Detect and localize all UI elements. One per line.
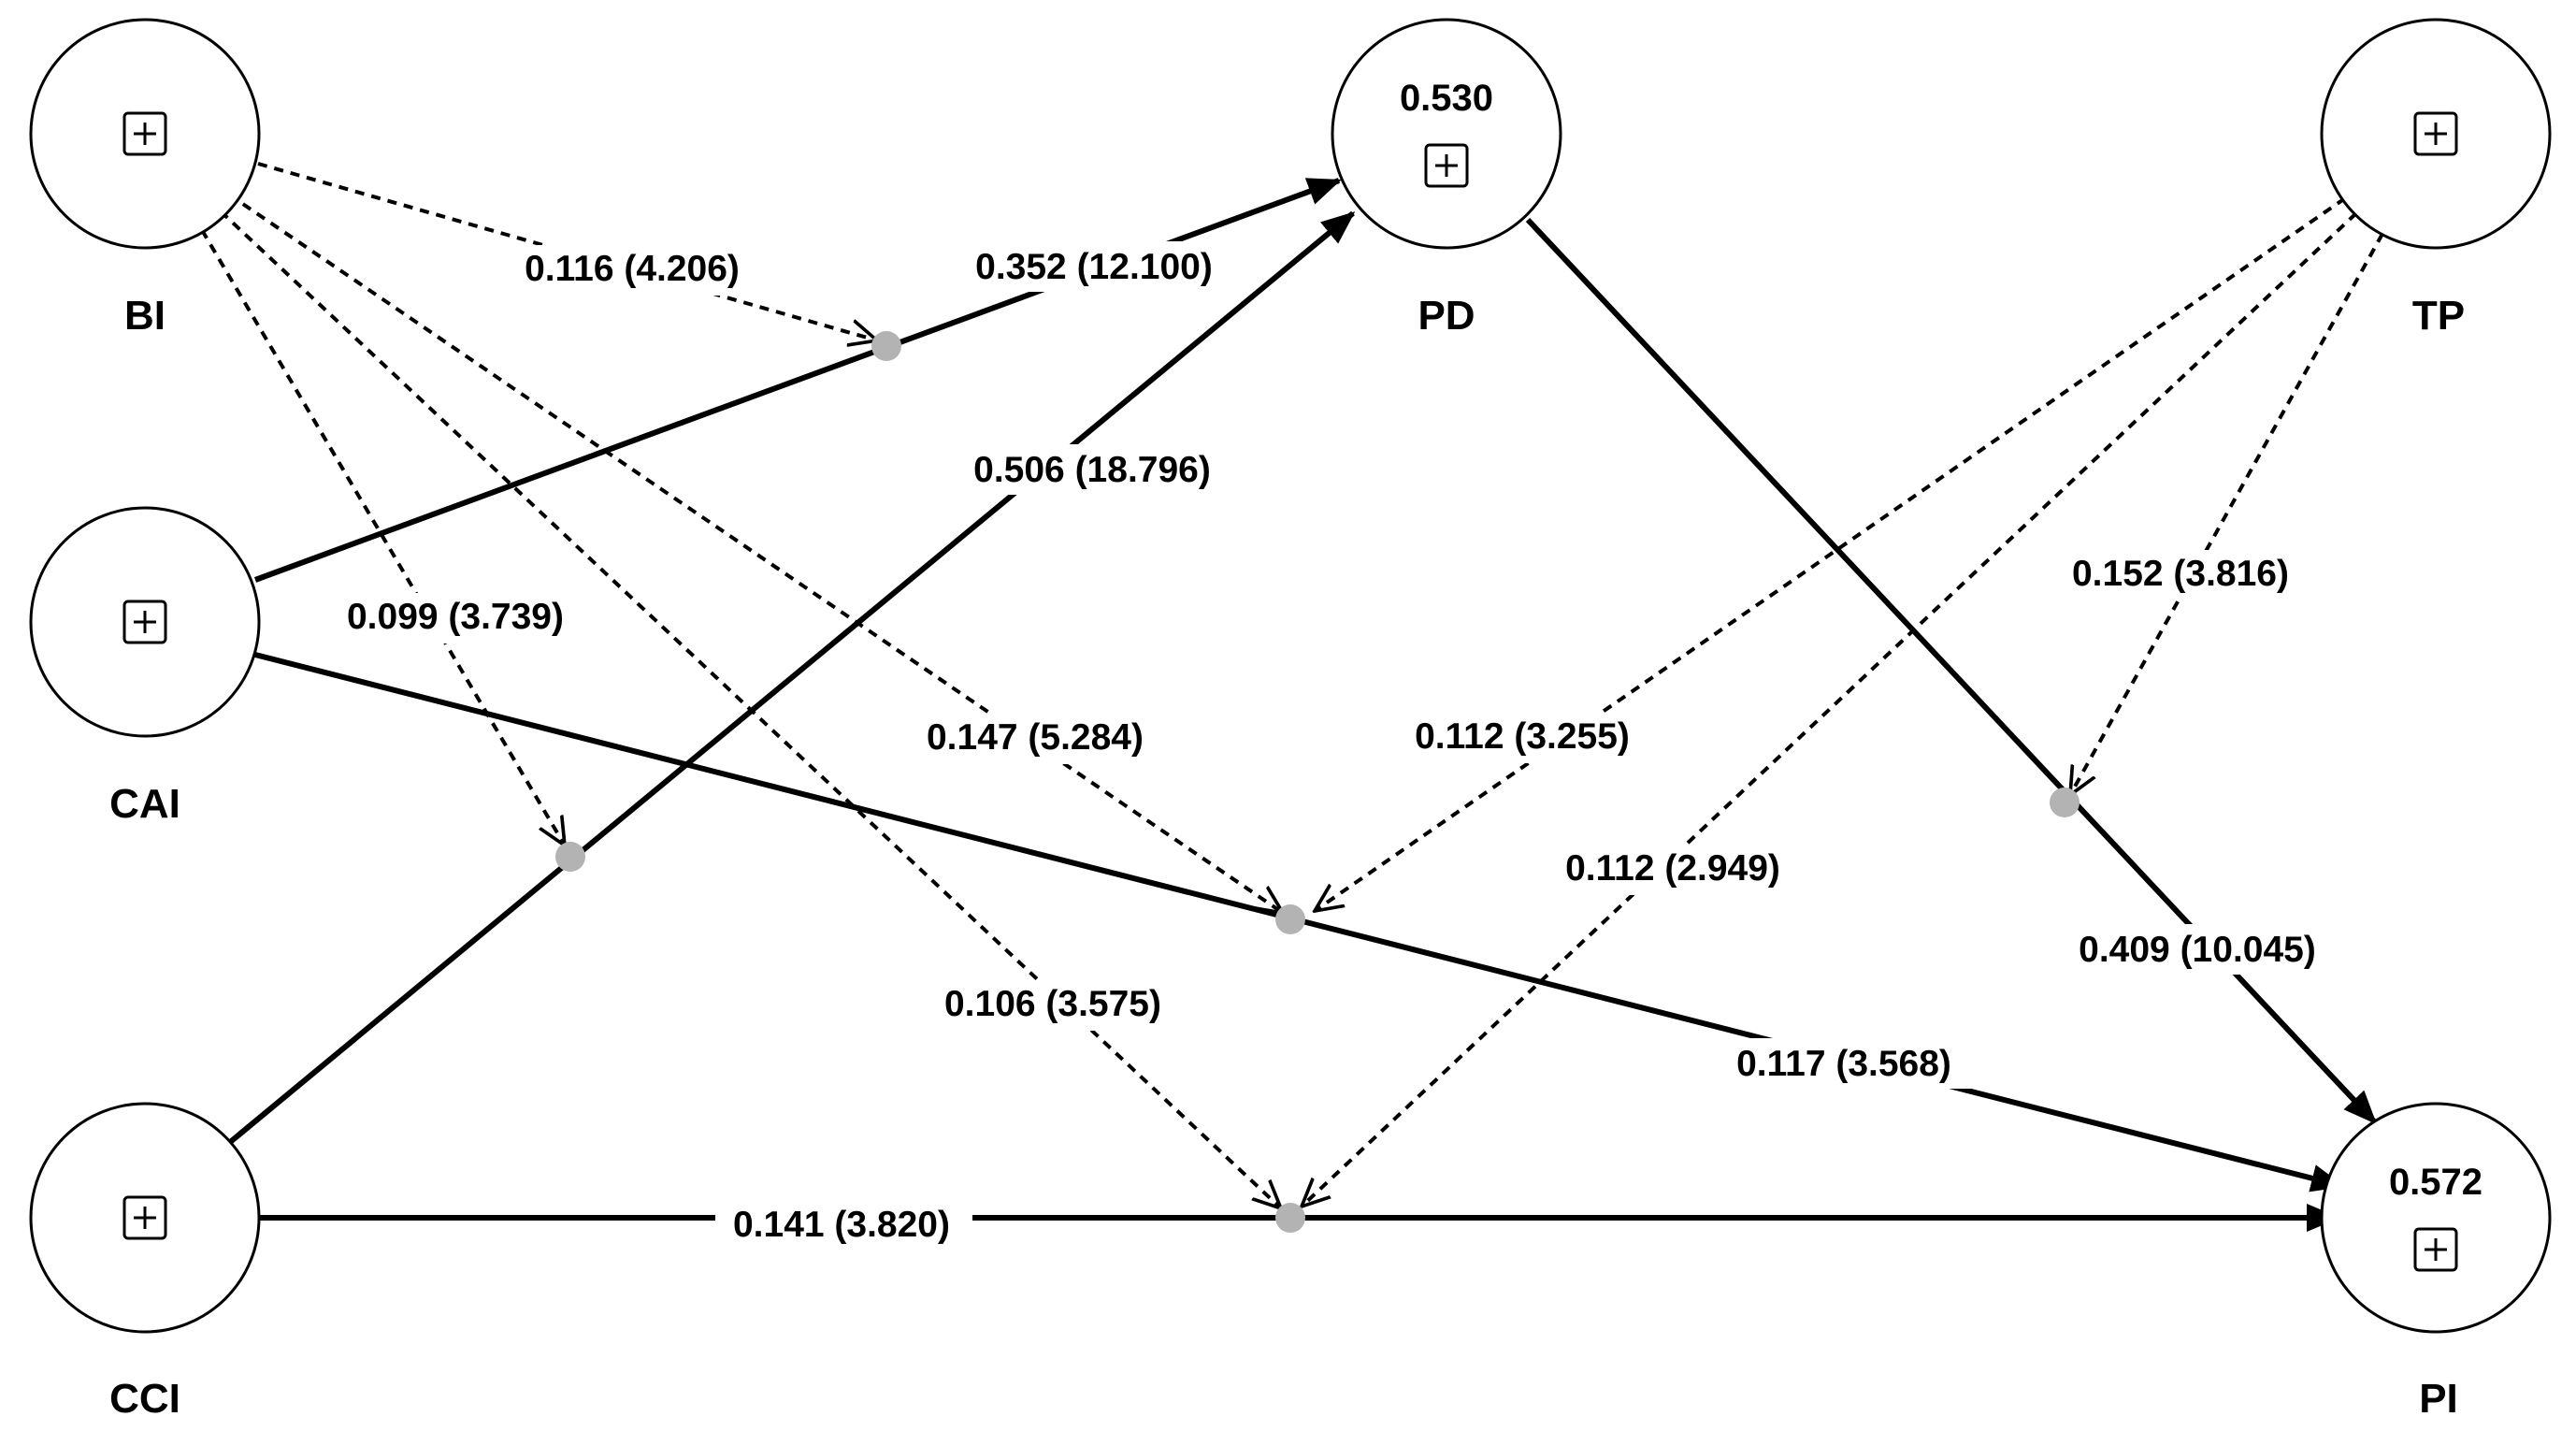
node-label-cai: CAI	[109, 781, 180, 827]
path-pd-pi	[1525, 217, 2378, 1125]
solid-paths	[227, 178, 2378, 1232]
path-bi-mod-cci-pi	[219, 210, 1281, 1208]
expand-icon[interactable]	[1424, 143, 1469, 188]
coef-label-cai-pd: 0.352 (12.100)	[954, 241, 1234, 292]
expand-icon[interactable]	[122, 1195, 167, 1240]
node-bi[interactable]: BI	[29, 18, 261, 339]
expand-icon[interactable]	[122, 600, 167, 644]
svg-text:0.141 (3.820): 0.141 (3.820)	[733, 1205, 950, 1245]
r-squared-pi: 0.572	[2389, 1162, 2482, 1203]
svg-text:0.117 (3.568): 0.117 (3.568)	[1736, 1044, 1951, 1084]
expand-icon[interactable]	[2413, 1227, 2458, 1272]
path-tp-mod-cci-pi	[1302, 211, 2358, 1207]
moderation-point-cci-pi	[1275, 1203, 1305, 1233]
dashed-paths	[200, 162, 2384, 1208]
svg-text:0.409 (10.045): 0.409 (10.045)	[2079, 930, 2316, 970]
svg-text:0.352 (12.100): 0.352 (12.100)	[975, 247, 1213, 287]
svg-text:0.099 (3.739): 0.099 (3.739)	[347, 597, 564, 637]
node-cci[interactable]: CCI	[29, 1102, 261, 1422]
coef-label-bi-mod-cci-pd: 0.099 (3.739)	[332, 593, 580, 643]
coef-label-tp-mod-pd-pi: 0.152 (3.816)	[2057, 550, 2305, 600]
svg-text:0.112 (2.949): 0.112 (2.949)	[1565, 848, 1780, 889]
node-cai[interactable]: CAI	[29, 506, 261, 827]
node-label-pd: PD	[1418, 293, 1475, 339]
svg-text:0.147 (5.284): 0.147 (5.284)	[927, 717, 1144, 758]
coef-label-bi-mod-cai-pi: 0.147 (5.284)	[912, 714, 1159, 764]
coef-label-cci-pd: 0.506 (18.796)	[954, 444, 1234, 495]
node-label-bi: BI	[124, 293, 165, 339]
coef-label-cai-pi: 0.117 (3.568)	[1709, 1038, 1980, 1089]
svg-text:0.506 (18.796): 0.506 (18.796)	[973, 450, 1211, 490]
path-bi-mod-cai-pi	[227, 193, 1283, 913]
node-label-tp: TP	[2412, 293, 2465, 339]
coefficient-labels: 0.352 (12.100) 0.506 (18.796) 0.409 (10.…	[332, 241, 2338, 1245]
path-tp-mod-pd-pi	[2070, 233, 2384, 795]
coef-label-tp-mod-cai-pi: 0.112 (3.255)	[1399, 713, 1647, 763]
svg-text:0.152 (3.816): 0.152 (3.816)	[2072, 554, 2289, 594]
coef-label-bi-mod-cci-pi: 0.106 (3.575)	[929, 980, 1177, 1031]
node-tp[interactable]: TP	[2320, 18, 2552, 339]
path-cci-pd	[227, 210, 1356, 1146]
coef-label-tp-mod-cci-pi: 0.112 (2.949)	[1549, 845, 1797, 895]
moderation-points	[555, 331, 2080, 1233]
moderation-point-cai-pi	[1275, 904, 1305, 934]
svg-text:0.106 (3.575): 0.106 (3.575)	[944, 984, 1161, 1024]
moderation-point-pd-pi	[2050, 788, 2080, 817]
expand-icon[interactable]	[2413, 111, 2458, 156]
coef-label-cci-pi: 0.141 (3.820)	[715, 1199, 972, 1245]
svg-text:0.112 (3.255): 0.112 (3.255)	[1415, 716, 1630, 757]
coef-label-pd-pi: 0.409 (10.045)	[2057, 924, 2338, 975]
path-bi-mod-cci-pd	[200, 228, 565, 846]
node-pi[interactable]: 0.572 PI	[2320, 1102, 2552, 1422]
moderation-point-cai-pd	[871, 331, 901, 361]
moderation-point-cci-pd	[555, 842, 585, 872]
r-squared-pd: 0.530	[1400, 78, 1493, 119]
path-cai-pd	[253, 178, 1342, 583]
coef-label-bi-mod-cai-pd: 0.116 (4.206)	[507, 245, 756, 296]
path-tp-mod-cai-pi	[1315, 196, 2347, 911]
node-pd[interactable]: 0.530 PD	[1331, 18, 1562, 339]
node-label-pi: PI	[2419, 1376, 2458, 1422]
node-label-cci: CCI	[109, 1376, 180, 1422]
svg-text:0.116 (4.206): 0.116 (4.206)	[525, 249, 740, 289]
expand-icon[interactable]	[122, 111, 167, 156]
